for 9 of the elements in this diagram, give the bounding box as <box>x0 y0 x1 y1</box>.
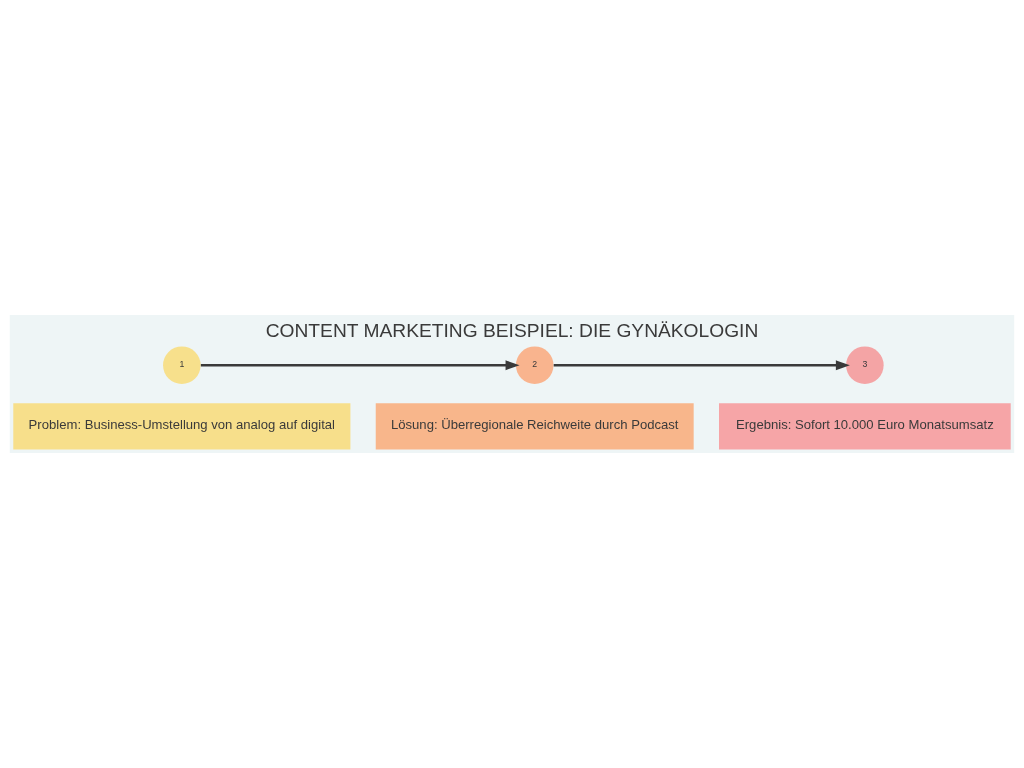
arrow <box>200 360 520 371</box>
node-box: Lösung: Überregionale Reichweite durch Podcast <box>375 403 694 450</box>
node-box: Problem: Business-Umstellung von analog auf digital <box>13 403 351 450</box>
arrow <box>553 360 850 371</box>
node-circle: 2 <box>515 346 554 384</box>
node-box: Ergebnis: Sofort 10.000 Euro Monatsumsatz <box>719 403 1011 450</box>
diagram-title: CONTENT MARKETING BEISPIEL: DIE GYNÄKOLOGIN <box>265 320 759 342</box>
node-circle: 1 <box>163 346 201 384</box>
node-circle: 3 <box>846 346 884 384</box>
